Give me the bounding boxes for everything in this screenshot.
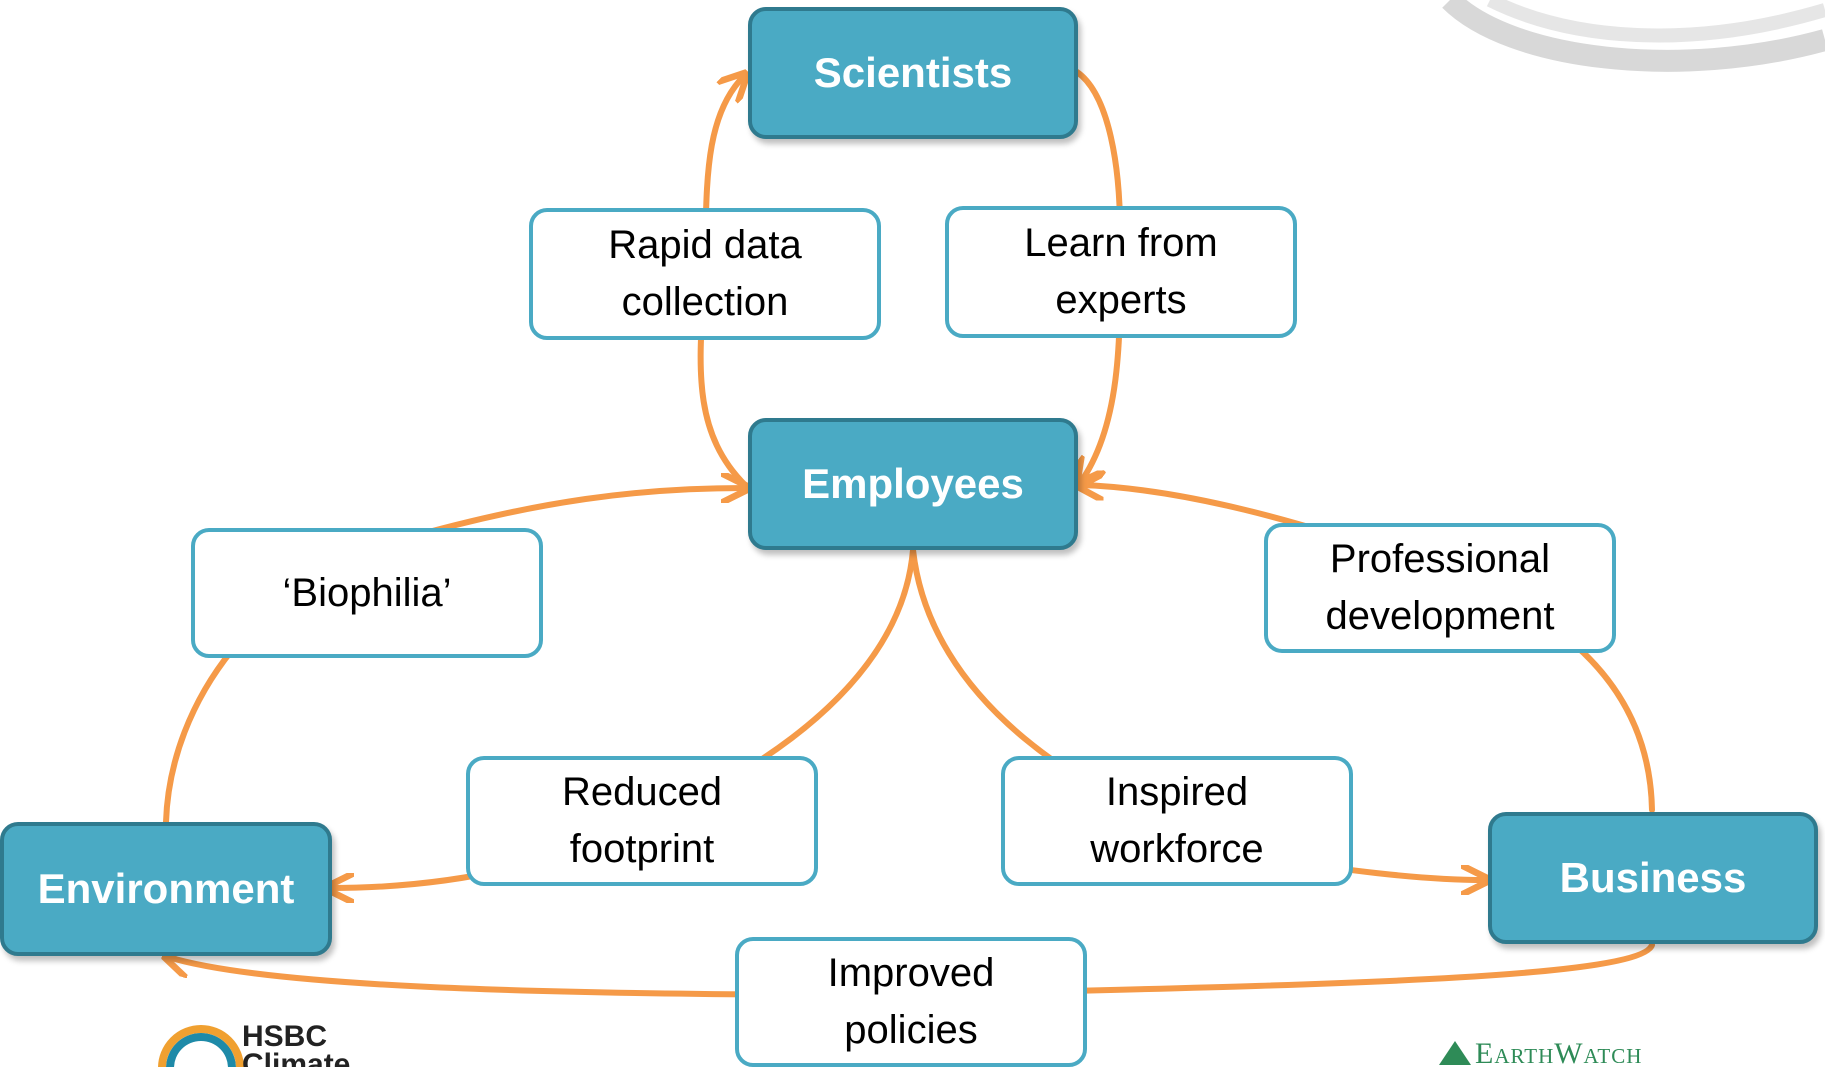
label-biophilia: ‘Biophilia’	[191, 528, 543, 658]
label-reduced-footprint: Reduced footprint	[466, 756, 818, 886]
earthwatch-logo-text: EarthWatch	[1475, 1037, 1643, 1067]
decorative-swirl	[1442, 0, 1825, 72]
label-improved-policies: Improved policies	[735, 937, 1087, 1067]
label-inspired-workforce: Inspired workforce	[1001, 756, 1353, 886]
earthwatch-tree-icon	[1439, 1041, 1471, 1065]
label-professional-development: Professional development	[1264, 523, 1616, 653]
label-rapid-data-collection: Rapid data collection	[529, 208, 881, 340]
node-scientists: Scientists	[748, 7, 1078, 139]
hsbc-logo-text: HSBC Climate	[242, 1020, 351, 1067]
node-business: Business	[1488, 812, 1818, 944]
node-employees: Employees	[748, 418, 1078, 550]
hsbc-climate-logo: HSBC Climate	[150, 1015, 370, 1067]
node-environment: Environment	[0, 822, 332, 956]
label-learn-from-experts: Learn from experts	[945, 206, 1297, 338]
earthwatch-logo: EarthWatch	[1435, 1035, 1685, 1067]
hsbc-ring-icon	[158, 1025, 244, 1067]
